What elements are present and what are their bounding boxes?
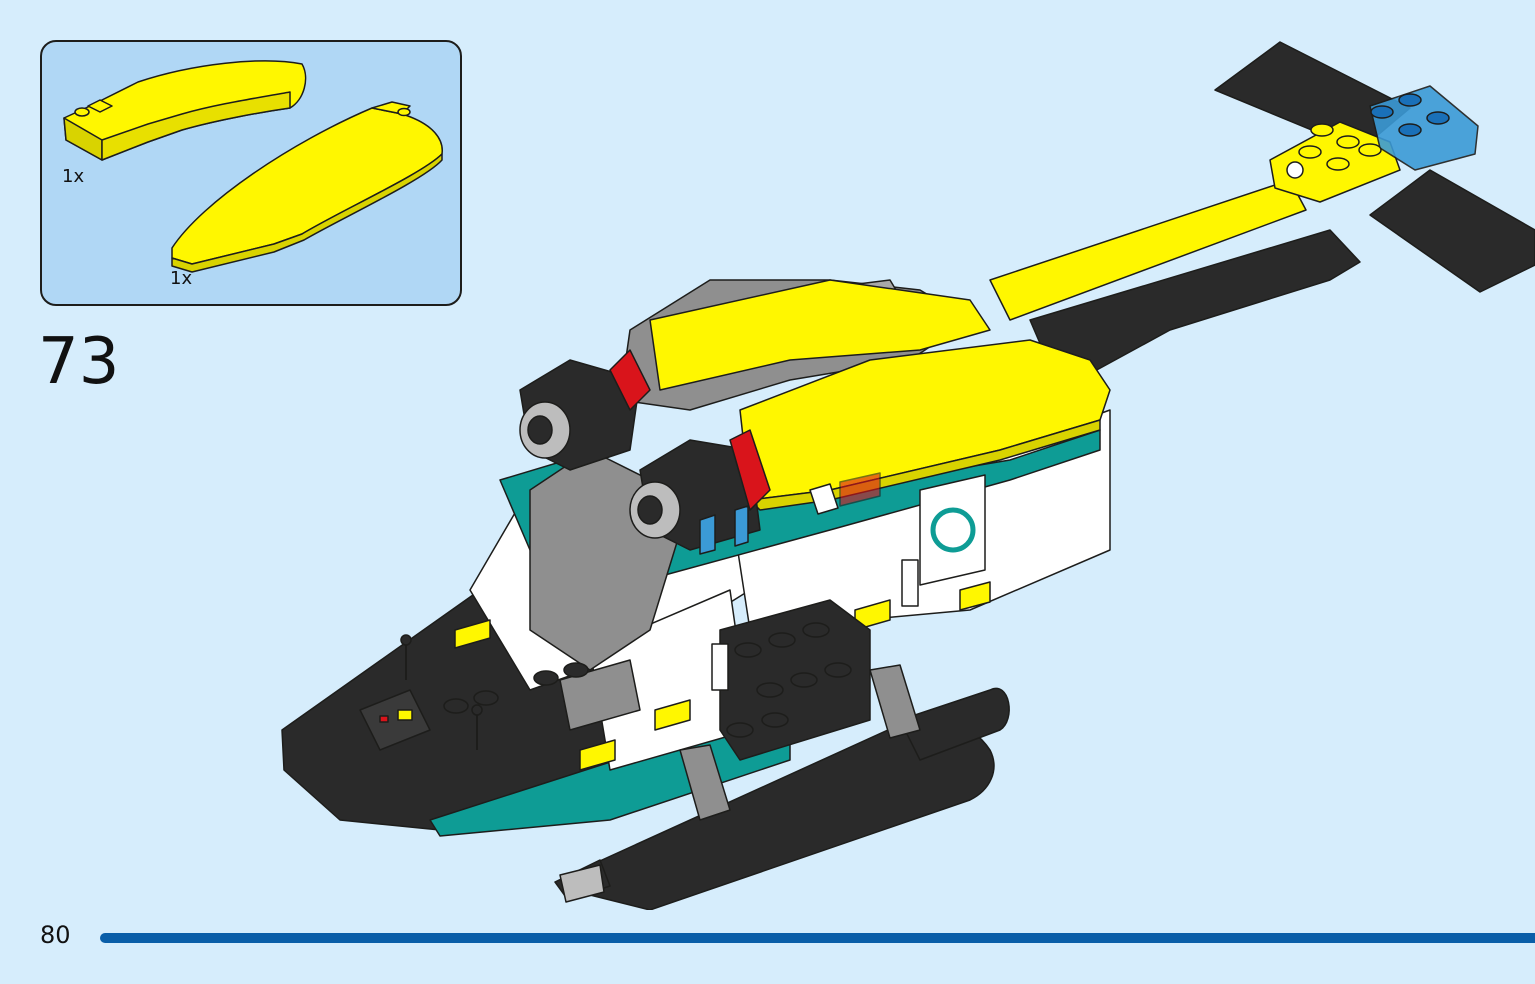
helicopter-model-icon <box>281 41 1535 910</box>
yellow-curved-slope-icon <box>63 60 307 161</box>
parts-illustration <box>63 60 443 273</box>
page-progress-bar <box>100 933 1535 943</box>
engine-exhaust-icon <box>629 429 771 551</box>
step-number: 73 <box>38 325 120 399</box>
engine-exhaust-icon <box>519 349 651 471</box>
yellow-curved-slope-icon <box>171 101 443 273</box>
parts-callout: 1x 1x <box>40 40 462 306</box>
part-quantity: 1x <box>62 166 85 187</box>
star-of-life-icon <box>919 474 986 586</box>
page-number: 80 <box>40 921 71 949</box>
part-quantity: 1x <box>170 268 193 289</box>
